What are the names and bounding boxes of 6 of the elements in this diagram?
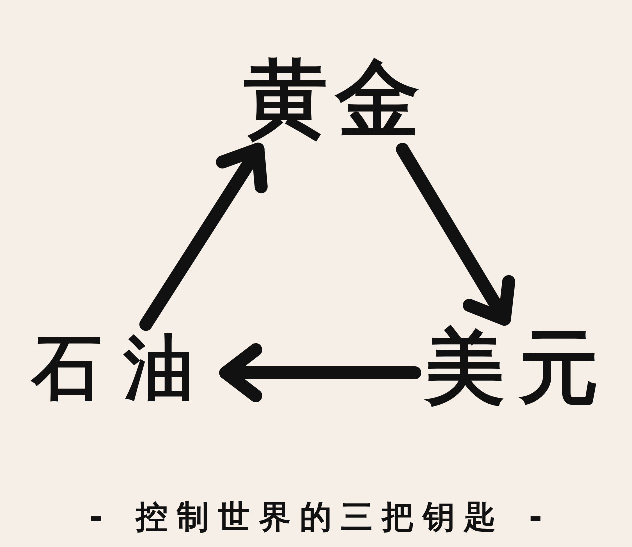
arrow bbox=[140, 142, 268, 332]
caption: - 控制世界的三把钥匙 - bbox=[90, 501, 552, 533]
word-label: 石油 bbox=[32, 333, 216, 403]
arrow bbox=[220, 344, 422, 402]
word-label: 黄金 bbox=[244, 57, 428, 141]
arrow bbox=[396, 143, 516, 326]
